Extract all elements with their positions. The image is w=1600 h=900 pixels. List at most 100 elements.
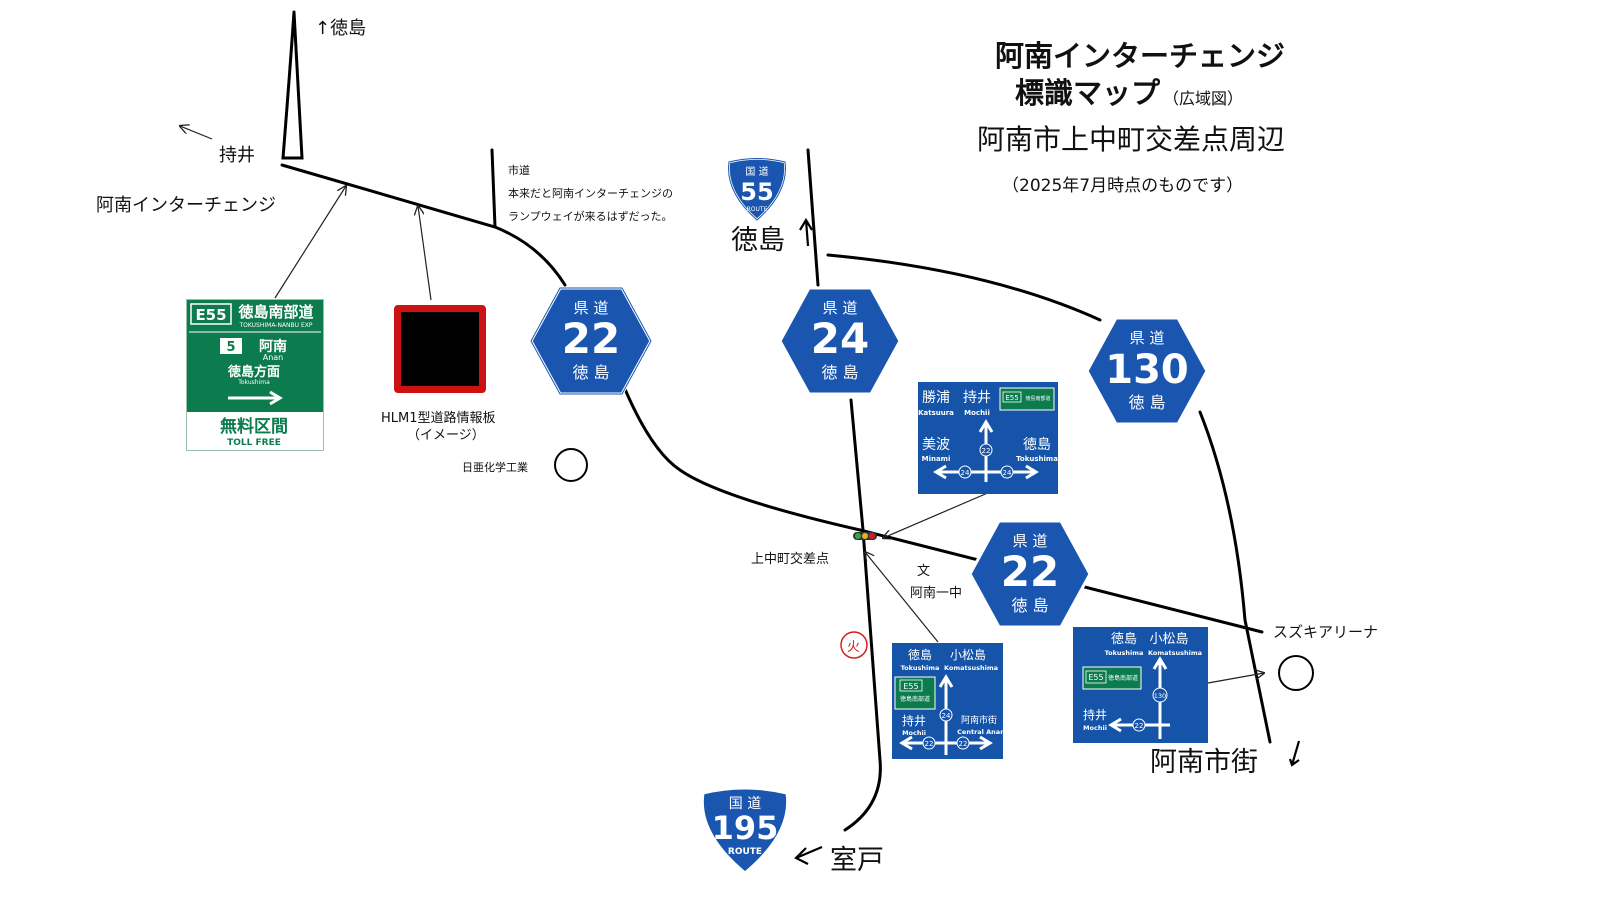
kendo24-top: 県 道 — [823, 299, 858, 317]
sign24-route-right: 24 — [1003, 469, 1012, 477]
label-tokushima-r55: 徳島 — [731, 225, 785, 256]
kokudo55-number: 55 — [740, 178, 773, 206]
sign24-route-mid: 22 — [982, 447, 991, 455]
road-route22-middle — [620, 380, 862, 532]
fire-station-circle — [840, 631, 868, 659]
exp-toll: 無料区間 — [220, 416, 288, 437]
sign22-left: 持井 — [902, 713, 926, 728]
sign24-expy-name: 徳島南部道 — [1025, 395, 1050, 402]
title-line1: 阿南インターチェンジ — [994, 39, 1285, 73]
road-route130 — [826, 253, 1102, 322]
label-anan-ic: 阿南インターチェンジ — [96, 195, 276, 216]
exp-direction-romaji: Tokushima — [237, 379, 270, 386]
sign24-right-en: Tokushima — [1016, 455, 1058, 463]
exp-exit-name: 阿南 — [259, 338, 287, 355]
date-note: （2025年7月時点のものです） — [1002, 176, 1244, 196]
sign24-top-left: 勝浦 — [922, 390, 950, 406]
sign24-left-en: Minami — [922, 455, 951, 463]
route-shield-kokudo195: 国 道 195 ROUTE — [700, 787, 790, 875]
kokudo55-top: 国 道 — [745, 165, 768, 178]
sign22-top-right: 小松島 — [950, 647, 986, 662]
route-shield-kokudo55: 国 道 55 ROUTE — [727, 158, 787, 222]
sign22-route-left: 22 — [925, 740, 934, 748]
label-school-symbol: 文 — [917, 564, 931, 579]
sign22-route-up: 24 — [942, 712, 951, 720]
sign24-expy-code: E55 — [1005, 394, 1018, 402]
traffic-signal-icon — [853, 532, 877, 540]
sign130-route-up: 130 — [1154, 692, 1166, 700]
kendo22b-number: 22 — [1001, 547, 1059, 596]
title-line2: 標識マップ — [1015, 76, 1161, 110]
label-fire-station: 火 — [847, 640, 861, 655]
label-mochii: 持井 — [219, 145, 255, 166]
road-route24-south — [843, 398, 882, 832]
sign22-expy-name: 徳島南部道 — [900, 695, 930, 703]
sign22-top-right-en: Komatsushima — [944, 664, 998, 672]
sign24-top-mid: 持井 — [963, 390, 991, 406]
pointer-mochii — [180, 126, 213, 140]
sign130-top-left-en: Tokushima — [1105, 649, 1144, 657]
city-road-stub — [490, 148, 497, 229]
pointer-exp-sign — [274, 186, 346, 299]
label-anan-ichichu: 阿南一中 — [910, 586, 963, 601]
kendo130-number: 130 — [1105, 347, 1189, 393]
sign130-expy-code: E55 — [1088, 673, 1103, 682]
kendo24-bottom: 徳 島 — [821, 363, 858, 382]
kendo22a-number: 22 — [562, 314, 620, 363]
label-nichia: 日亜化学工業 — [462, 461, 528, 474]
label-kaminaka-intersection: 上中町交差点 — [751, 552, 830, 567]
kendo24-number: 24 — [811, 314, 869, 363]
arrow-south-anan — [1288, 740, 1301, 767]
sign22-right: 阿南市街 — [961, 714, 997, 726]
road-route22-west — [280, 163, 567, 287]
sign22-top-left-en: Tokushima — [901, 664, 940, 672]
label-city-road: 市道 — [508, 164, 530, 177]
exp-route-code: E55 — [195, 306, 226, 324]
title-line3: 阿南市上中町交差点周辺 — [977, 123, 1286, 156]
sign22-route-right: 22 — [959, 740, 968, 748]
sign24-top-left-en: Katsuura — [918, 409, 954, 417]
sign22-right-en: Central Anan — [957, 728, 1003, 736]
sign130-route-left: 22 — [1135, 722, 1144, 730]
guide-sign-route130: 徳島 Tokushima 小松島 Komatsushima E55 徳島南部道 … — [1073, 627, 1208, 743]
pointer-sign24 — [883, 491, 991, 538]
kokudo55-bottom: ROUTE — [747, 206, 768, 213]
sign130-expy-name: 徳島南部道 — [1108, 674, 1138, 682]
road-route55-north — [806, 148, 820, 287]
sign24-top-mid-en: Mochii — [964, 409, 990, 417]
road-route130-south — [1198, 410, 1272, 744]
label-muroto: 室戸 — [830, 845, 884, 876]
label-city-road-note2: ランプウェイが来るはずだった。 — [508, 210, 673, 223]
label-hlm1-line2: （イメージ） — [407, 428, 485, 443]
route-hex-kendo130: 県 道 130 徳 島 — [1085, 316, 1209, 426]
kendo22b-top: 県 道 — [1013, 532, 1048, 550]
arrow-north-tokushima-55 — [799, 217, 813, 247]
kendo130-top: 県 道 — [1130, 329, 1165, 347]
kendo130-bottom: 徳 島 — [1128, 393, 1165, 412]
pointer-hlm1 — [418, 206, 432, 301]
kendo22b-bottom: 徳 島 — [1011, 596, 1048, 615]
label-suzuki-arena: スズキアリーナ — [1273, 623, 1379, 641]
nichia-circle — [554, 448, 588, 482]
hlm1-info-board — [394, 305, 486, 393]
sign22-top-left: 徳島 — [908, 647, 932, 662]
sign130-top-right-en: Komatsushima — [1148, 649, 1202, 657]
sign24-route-left: 24 — [961, 469, 970, 477]
pointer-sign130 — [1207, 673, 1264, 684]
kokudo195-bottom: ROUTE — [728, 847, 762, 857]
exp-route-name: 徳島南部道 — [237, 303, 313, 321]
exp-exit-number: 5 — [226, 340, 235, 355]
arrow-muroto — [794, 845, 823, 865]
ic-ramp-north — [281, 10, 304, 160]
kendo22a-bottom: 徳 島 — [572, 363, 609, 382]
sign24-right: 徳島 — [1023, 437, 1051, 453]
sign130-left-en: Mochii — [1083, 724, 1107, 732]
suzuki-arena-circle — [1278, 655, 1314, 691]
sign22-expy-code: E55 — [903, 682, 918, 691]
route-hex-kendo24: 県 道 24 徳 島 — [778, 286, 902, 396]
sign130-top-left: 徳島 — [1111, 632, 1137, 647]
label-north-tokushima: ↑徳島 — [315, 18, 367, 39]
route-hex-kendo22-b: 県 道 22 徳 島 — [968, 519, 1092, 629]
guide-sign-route24: 勝浦 Katsuura 持井 Mochii E55 徳島南部道 22 24 24… — [918, 382, 1058, 494]
label-hlm1-line1: HLM1型道路情報板 — [381, 411, 496, 426]
